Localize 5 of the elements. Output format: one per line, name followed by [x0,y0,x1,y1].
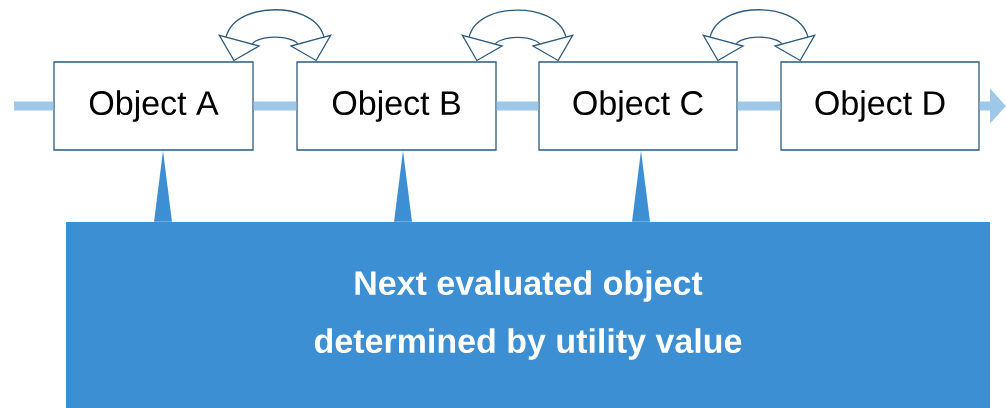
object-box: Object C [538,61,738,151]
object-box: Object B [296,61,497,151]
callout-box: Next evaluated object determined by utility value [66,222,990,408]
object-box: Object A [53,61,254,151]
object-box: Object D [780,61,980,151]
